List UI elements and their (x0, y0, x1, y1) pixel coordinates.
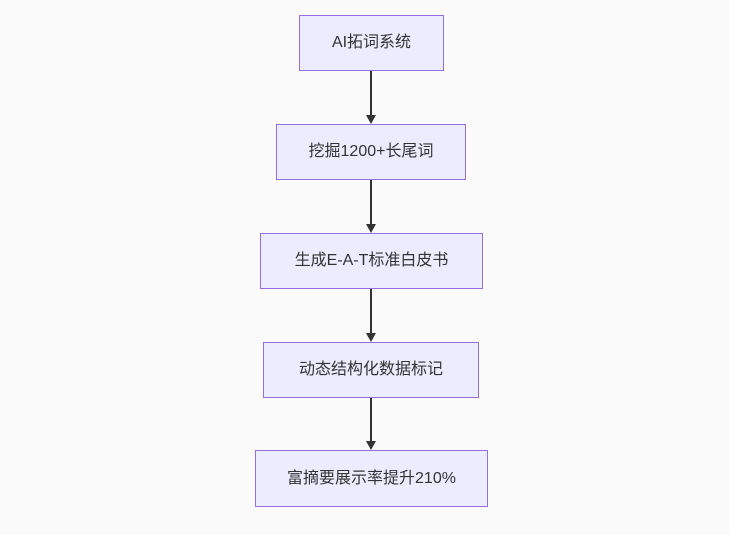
flowchart-node-structured-data-markup: 动态结构化数据标记 (263, 342, 479, 398)
arrow-line (370, 398, 372, 442)
flowchart-node-eat-whitepaper: 生成E-A-T标准白皮书 (260, 233, 483, 289)
flowchart-edge-1 (365, 71, 377, 124)
flowchart-node-ai-keyword-system: AI拓词系统 (299, 15, 444, 71)
arrowhead-down-icon (366, 224, 376, 233)
flowchart-edge-3 (365, 289, 377, 342)
arrow-line (370, 71, 372, 116)
arrowhead-down-icon (366, 333, 376, 342)
node-label: 生成E-A-T标准白皮书 (294, 252, 449, 270)
node-label: AI拓词系统 (331, 34, 412, 52)
arrow-line (370, 180, 372, 225)
node-label: 动态结构化数据标记 (298, 361, 443, 379)
flowchart-node-rich-snippet-uplift: 富摘要展示率提升210% (255, 450, 488, 507)
node-label: 富摘要展示率提升210% (287, 469, 456, 487)
arrowhead-down-icon (366, 441, 376, 450)
arrow-line (370, 289, 372, 334)
flowchart-node-longtail-mining: 挖掘1200+长尾词 (276, 124, 466, 180)
node-label: 挖掘1200+长尾词 (308, 143, 434, 161)
flowchart-edge-4 (365, 398, 377, 450)
arrowhead-down-icon (366, 115, 376, 124)
flowchart-edge-2 (365, 180, 377, 233)
